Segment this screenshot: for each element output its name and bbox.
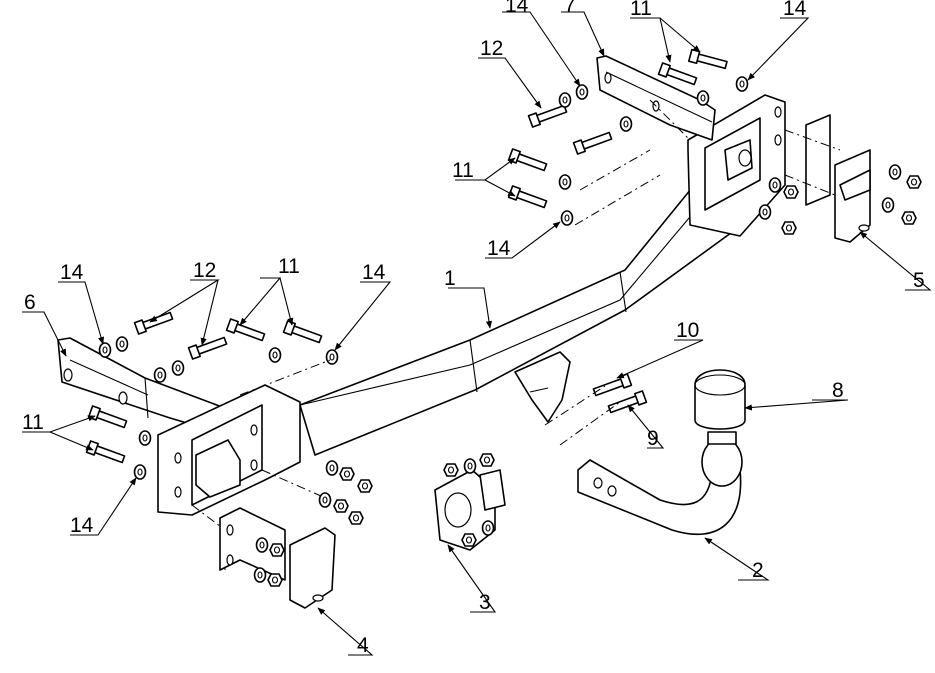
callout-labels: 1 2 3 4 5 6 7 8 9 10 11 11 11 11 12 12 1…: [22, 0, 925, 657]
callout-11-center: 11: [278, 255, 300, 278]
mount-bracket-5: [784, 114, 871, 243]
callout-14-top-right: 14: [783, 0, 807, 20]
callout-4: 4: [357, 634, 369, 657]
callout-9: 9: [647, 427, 659, 450]
right-side-arm: [596, 55, 716, 141]
callout-6: 6: [24, 291, 36, 314]
callout-14-left-top: 14: [60, 261, 84, 284]
callout-14-left-bottom: 14: [70, 514, 94, 537]
callout-8: 8: [832, 379, 844, 402]
callout-11-right-mid: 11: [452, 159, 474, 182]
callout-12-top: 12: [480, 37, 503, 60]
callout-1: 1: [444, 267, 456, 290]
callout-14-center: 14: [362, 261, 386, 284]
left-end-plate: [157, 384, 331, 570]
assembly-lines: [239, 99, 691, 446]
callout-7: 7: [564, 0, 576, 17]
callout-3: 3: [479, 591, 491, 614]
callout-2: 2: [752, 559, 764, 582]
callout-14-right-mid: 14: [487, 237, 511, 260]
callout-12-left: 12: [193, 259, 216, 282]
callout-11-top: 11: [630, 0, 652, 20]
leader-lines: [22, 11, 932, 656]
callout-10: 10: [676, 319, 699, 342]
cross-beam: [299, 177, 736, 456]
socket-plate: [434, 469, 506, 551]
callout-5: 5: [913, 269, 925, 292]
ball-cover-8: [694, 369, 746, 430]
callout-14-top-left: 14: [505, 0, 529, 17]
mount-bracket-4: [219, 507, 336, 609]
callout-11-left: 11: [22, 411, 44, 434]
tow-ball-neck: [577, 431, 743, 536]
